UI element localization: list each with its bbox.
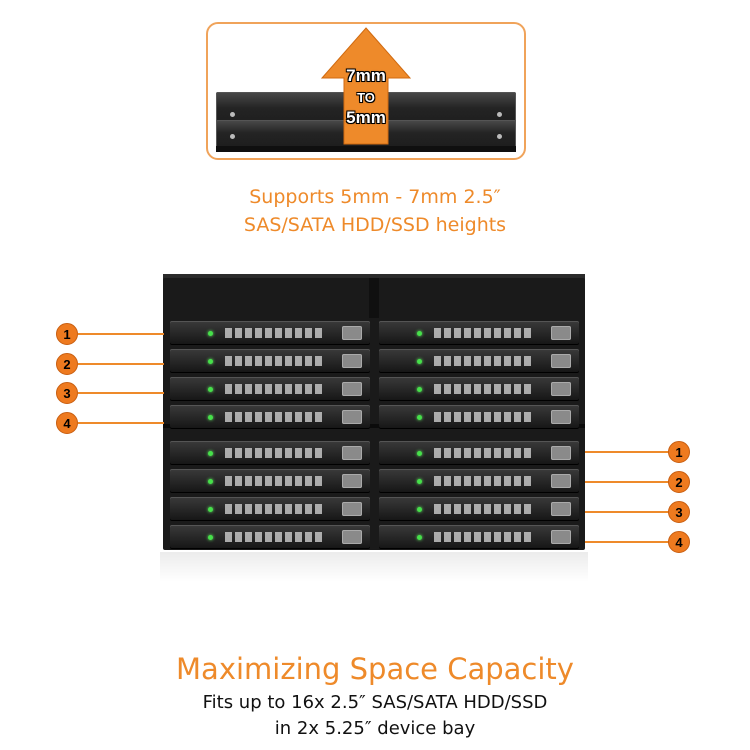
bay-grille xyxy=(225,384,325,394)
bay-latch xyxy=(342,382,362,396)
bay-latch xyxy=(551,530,571,544)
status-led-icon xyxy=(417,359,422,364)
bay-grille xyxy=(225,532,325,542)
bay-grille xyxy=(225,476,325,486)
enclosure-divider xyxy=(369,278,379,318)
bay-grille xyxy=(225,504,325,514)
supports-caption-line1: Supports 5mm - 7mm 2.5″ xyxy=(249,186,501,208)
status-led-icon xyxy=(208,331,213,336)
status-led-icon xyxy=(208,387,213,392)
left-bay-number-badge: 2 xyxy=(56,353,78,375)
bay-latch xyxy=(551,410,571,424)
drive-bay xyxy=(170,525,370,549)
left-bay-number-badge: 1 xyxy=(56,323,78,345)
status-led-icon xyxy=(208,535,213,540)
bay-grille xyxy=(434,384,534,394)
drive-bay xyxy=(170,441,370,465)
enclosure-shadow xyxy=(160,552,588,582)
left-bay-number-badge: 3 xyxy=(56,382,78,404)
enclosure-divider xyxy=(163,424,585,428)
bay-latch xyxy=(551,326,571,340)
bay-grille xyxy=(225,412,325,422)
callout-line xyxy=(78,333,164,335)
bay-grille xyxy=(434,532,534,542)
bay-grille xyxy=(434,448,534,458)
callout-line xyxy=(585,511,670,513)
callout-line xyxy=(78,422,164,424)
status-led-icon xyxy=(208,359,213,364)
right-bay-number-badge: 1 xyxy=(668,441,690,463)
bay-grille xyxy=(434,356,534,366)
drive-bay xyxy=(170,321,370,345)
left-bay-number-badge: 4 xyxy=(56,412,78,434)
status-led-icon xyxy=(208,507,213,512)
bay-grille xyxy=(225,448,325,458)
up-arrow-icon xyxy=(320,27,412,145)
bay-grille xyxy=(434,412,534,422)
callout-line xyxy=(585,451,670,453)
status-led-icon xyxy=(417,331,422,336)
bay-latch xyxy=(551,502,571,516)
bay-latch xyxy=(342,502,362,516)
status-led-icon xyxy=(417,387,422,392)
drive-bay xyxy=(379,377,579,401)
bay-grille xyxy=(434,476,534,486)
bay-latch xyxy=(342,354,362,368)
drive-bay xyxy=(379,405,579,429)
bay-latch xyxy=(342,410,362,424)
drive-bay xyxy=(170,349,370,373)
status-led-icon xyxy=(417,507,422,512)
callout-line xyxy=(78,363,164,365)
drive-bay xyxy=(170,405,370,429)
bay-grille xyxy=(225,328,325,338)
bay-latch xyxy=(342,530,362,544)
callout-line xyxy=(585,541,670,543)
drive-bay xyxy=(170,497,370,521)
drive-bay xyxy=(379,497,579,521)
right-bay-number-badge: 2 xyxy=(668,471,690,493)
drive-bay xyxy=(379,525,579,549)
bottom-line-1: Fits up to 16x 2.5″ SAS/SATA HDD/SSD xyxy=(202,692,548,713)
bay-latch xyxy=(551,382,571,396)
drive-bay xyxy=(170,377,370,401)
drive-bay xyxy=(379,469,579,493)
callout-line xyxy=(585,481,670,483)
status-led-icon xyxy=(417,535,422,540)
bay-grille xyxy=(434,328,534,338)
status-led-icon xyxy=(417,479,422,484)
arrow-label-middle: TO xyxy=(357,90,375,105)
drive-bay xyxy=(379,441,579,465)
drive-bay xyxy=(170,469,370,493)
right-bay-number-badge: 4 xyxy=(668,531,690,553)
bay-grille xyxy=(225,356,325,366)
status-led-icon xyxy=(208,415,213,420)
bay-grille xyxy=(434,504,534,514)
status-led-icon xyxy=(417,415,422,420)
status-led-icon xyxy=(208,479,213,484)
bay-latch xyxy=(551,474,571,488)
drive-height-illustration: 7mm TO 5mm xyxy=(206,22,526,160)
bottom-title: Maximizing Space Capacity xyxy=(176,652,574,686)
callout-line xyxy=(78,392,164,394)
bay-latch xyxy=(342,326,362,340)
arrow-label-bottom: 5mm xyxy=(346,108,386,127)
bay-latch xyxy=(551,354,571,368)
right-bay-number-badge: 3 xyxy=(668,501,690,523)
bay-latch xyxy=(551,446,571,460)
bay-latch xyxy=(342,474,362,488)
drive-bay xyxy=(379,349,579,373)
bay-latch xyxy=(342,446,362,460)
status-led-icon xyxy=(208,451,213,456)
bottom-line-2: in 2x 5.25″ device bay xyxy=(274,718,476,739)
supports-caption-line2: SAS/SATA HDD/SSD heights xyxy=(243,214,507,236)
status-led-icon xyxy=(417,451,422,456)
arrow-label-top: 7mm xyxy=(346,66,386,85)
drive-bay xyxy=(379,321,579,345)
